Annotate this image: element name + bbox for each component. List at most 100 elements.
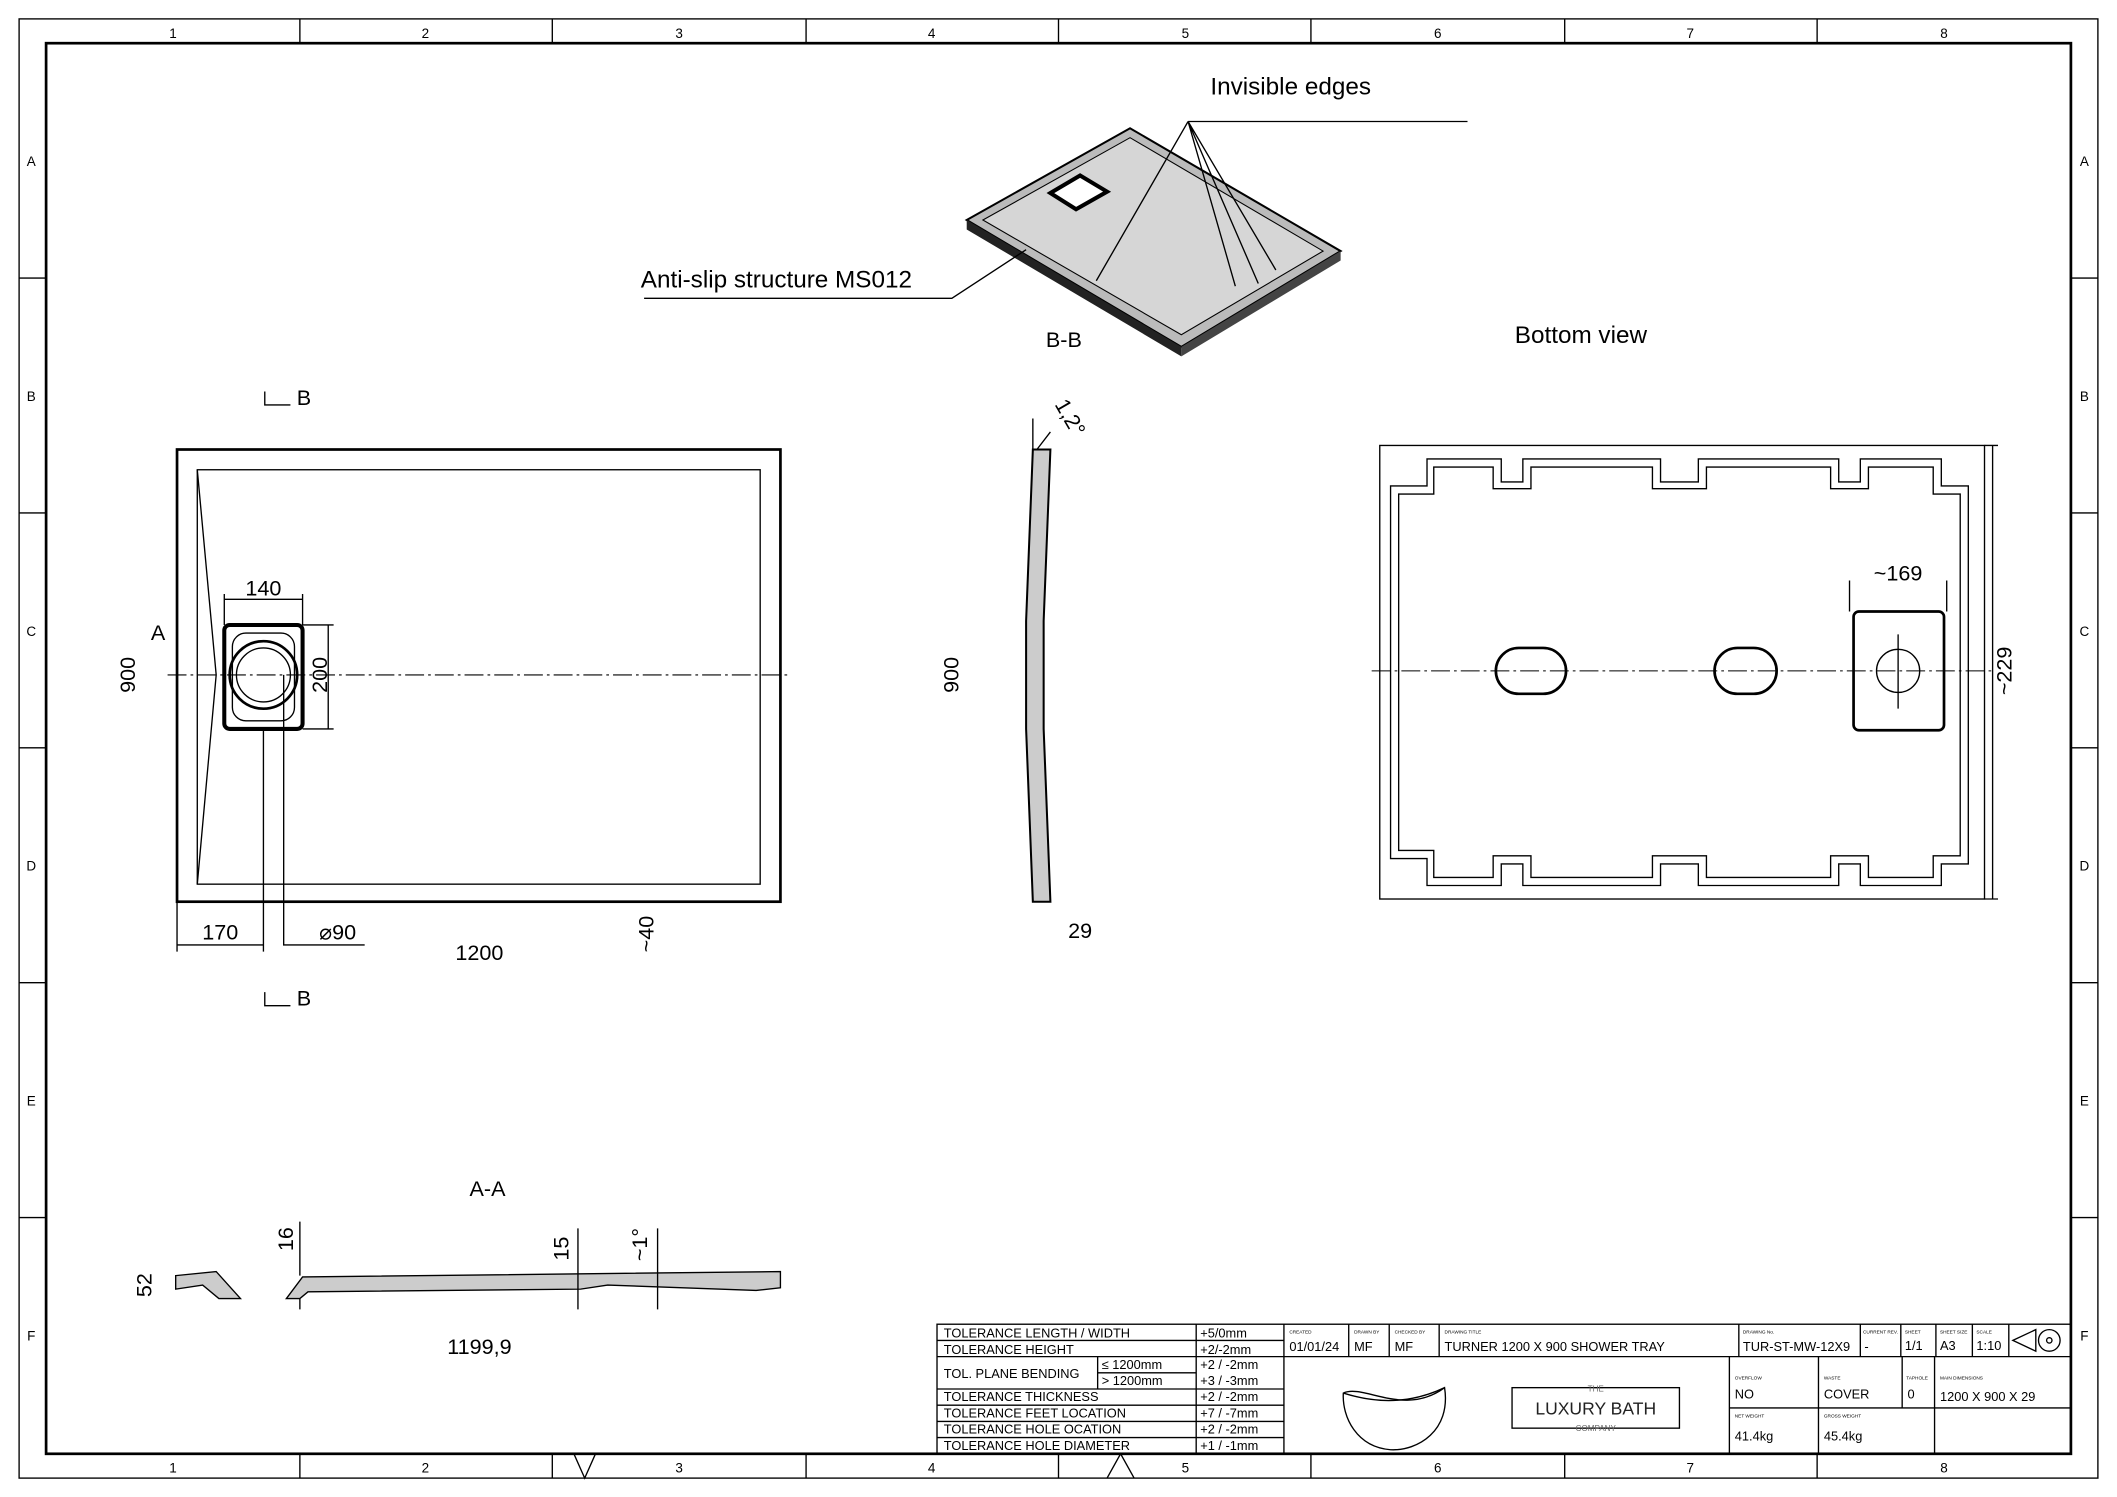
sheet-label: SHEET [1905,1330,1921,1336]
bottom-view: Bottom view ~169 ~229 [1371,322,2017,900]
dim-40: ~40 [634,916,659,953]
dim-1200: 1200 [455,940,503,965]
dim-170: 170 [202,920,238,945]
dim-900: 900 [115,657,140,693]
created-value: 01/01/24 [1289,1339,1339,1354]
tolerance-label: TOLERANCE LENGTH / WIDTH [944,1326,1130,1341]
col-label: 8 [1940,26,1948,41]
section-bb-label: B-B [1046,327,1082,352]
title-block: TOLERANCE LENGTH / WIDTH +5/0mm TOLERANC… [936,1323,2072,1455]
scale-label: SCALE [1976,1330,1991,1336]
col-label: 2 [422,26,430,41]
number-label: DRAWING No. [1743,1330,1774,1336]
row-label: C [26,624,36,639]
tolerance-value: +2/-2mm [1200,1342,1251,1357]
dim-1199-9: 1199,9 [447,1334,511,1359]
logo-the: THE [1588,1385,1605,1394]
net-weight-label: NET WEIGHT [1735,1413,1765,1419]
projection-symbol-icon [2011,1328,2061,1353]
overflow-label: OVERFLOW [1735,1376,1763,1382]
logo-name: LUXURY BATH [1535,1399,1656,1419]
col-label: 6 [1434,26,1442,41]
gross-weight: 45.4kg [1824,1428,1862,1443]
drawn-by-value: MF [1354,1339,1373,1354]
col-label: 8 [1940,1461,1948,1476]
sheet-size: A3 [1940,1338,1956,1353]
side-view: 900 29 1,2° [939,394,1092,943]
scale-value: 1:10 [1976,1338,2001,1353]
tolerance-value: +2 / -2mm [1200,1389,1258,1404]
net-weight: 41.4kg [1735,1428,1773,1443]
waste-label: WASTE [1824,1376,1841,1382]
waste-value: COVER [1824,1386,1870,1401]
invisible-edges-label: Invisible edges [1210,73,1371,100]
tolerance-value: +3 / -3mm [1200,1373,1258,1388]
bottom-view-title: Bottom view [1515,322,1648,349]
row-label: A [27,154,36,169]
checked-by-label: CHECKED BY [1395,1330,1427,1336]
size-label: SHEET SIZE [1940,1330,1967,1336]
tolerance-label: TOLERANCE FEET LOCATION [944,1405,1126,1420]
dim-169: ~169 [1874,560,1923,585]
overflow-value: NO [1735,1386,1754,1401]
tolerance-value: +2 / -2mm [1200,1422,1258,1437]
tolerance-label: TOLERANCE HOLE OCATION [944,1422,1122,1437]
col-label: 7 [1686,26,1694,41]
logo-company: COMPANY [1576,1424,1617,1433]
section-aa-view: A-A 16 15 ~1° 52 1199,9 [131,1176,782,1359]
col-label: 2 [422,1461,430,1476]
col-label: 7 [1686,1461,1694,1476]
dim-diameter-90: ⌀90 [319,920,356,945]
tolerance-label: TOLERANCE THICKNESS [944,1389,1099,1404]
col-label: 6 [1434,1461,1442,1476]
section-b-marker-top: B [297,385,311,410]
taphole-label: TAPHOLE [1906,1376,1928,1382]
section-aa-title: A-A [470,1176,507,1201]
rev-label: CURRENT REV. [1863,1330,1898,1336]
tolerance-label: TOL. PLANE BENDING [944,1366,1080,1381]
col-label: 3 [675,26,683,41]
created-label: CREATED [1289,1330,1312,1336]
section-a-marker: A [151,620,166,645]
row-label: F [27,1328,35,1343]
gross-weight-label: GROSS WEIGHT [1824,1413,1861,1419]
dim-52: 52 [131,1273,156,1297]
anti-slip-label: Anti-slip structure MS012 [641,267,912,294]
drawn-by-label: DRAWN BY [1354,1330,1380,1336]
sheet-value: 1/1 [1905,1338,1923,1353]
row-label: D [2080,859,2090,874]
tolerance-label: TOLERANCE HOLE DIAMETER [944,1438,1130,1453]
tolerance-sub: > 1200mm [1102,1373,1163,1388]
current-rev: - [1864,1339,1868,1354]
row-label: C [2080,624,2090,639]
col-label: 5 [1182,1461,1190,1476]
dims-label: MAIN DIMENSIONS [1940,1376,1983,1382]
row-label: A [2080,154,2089,169]
row-label: D [26,859,36,874]
section-b-marker-bottom: B [297,986,311,1011]
col-label: 1 [169,1461,177,1476]
drawing-title: TURNER 1200 X 900 SHOWER TRAY [1445,1339,1666,1354]
col-label: 3 [675,1461,683,1476]
title-label: DRAWING TITLE [1445,1330,1482,1336]
row-label: F [2080,1328,2088,1343]
tolerance-label: TOLERANCE HEIGHT [944,1342,1074,1357]
row-label: B [2080,389,2089,404]
tolerance-value: +2 / -2mm [1200,1357,1258,1372]
dim-15: 15 [548,1237,573,1261]
row-label: B [27,389,36,404]
plan-view: 140 200 900 A B B 170 ⌀90 1200 ~40 [115,385,790,1011]
dim-140: 140 [245,575,281,600]
checked-by-value: MF [1395,1339,1414,1354]
col-label: 4 [928,1461,936,1476]
taphole-value: 0 [1908,1386,1915,1401]
tolerance-value: +1 / -1mm [1200,1438,1258,1453]
drawing-number: TUR-ST-MW-12X9 [1743,1339,1850,1354]
col-label: 1 [169,26,177,41]
isometric-view: Invisible edges Anti-slip structure MS01… [641,73,1468,357]
dim-200: 200 [307,657,332,693]
tolerance-value: +5/0mm [1200,1326,1247,1341]
row-label: E [2080,1094,2089,1109]
tolerance-sub: ≤ 1200mm [1102,1357,1162,1372]
tolerance-value: +7 / -7mm [1200,1405,1258,1420]
